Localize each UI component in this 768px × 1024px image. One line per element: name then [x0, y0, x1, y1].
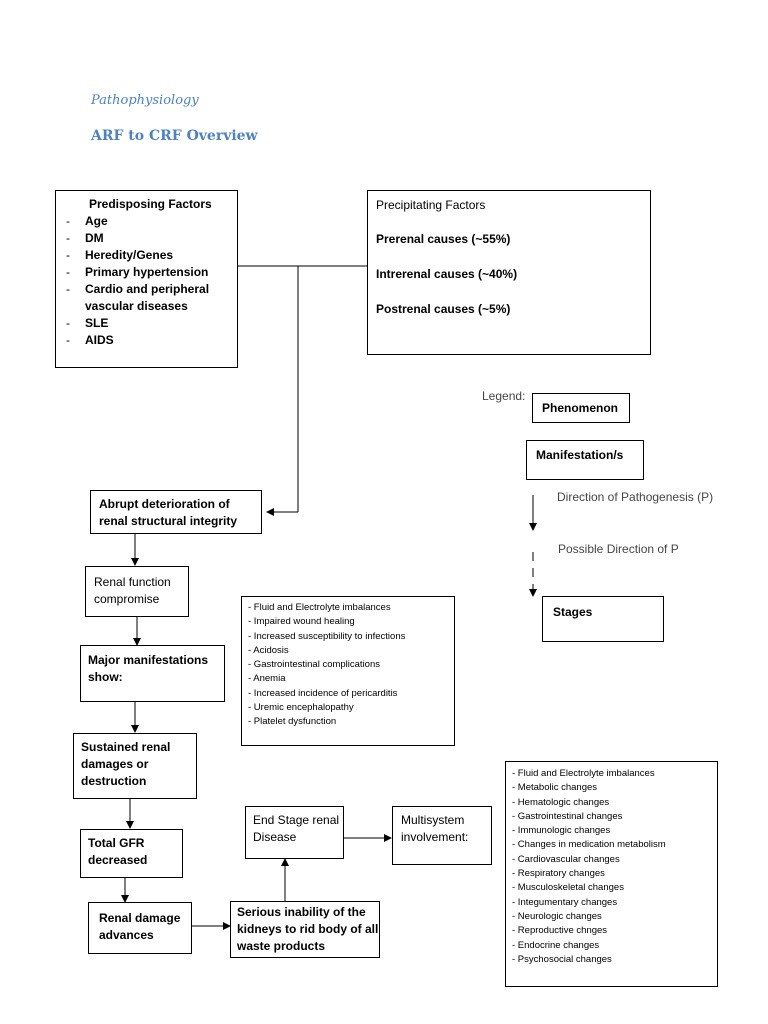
list-item: AIDS — [60, 332, 233, 349]
manifestations-list-box: - Fluid and Electrolyte imbalances - Imp… — [241, 596, 455, 746]
predisposing-list: Age DM Heredity/Genes Primary hypertensi… — [60, 213, 233, 349]
total-gfr-box: Total GFR decreased — [80, 829, 183, 878]
list-item: - Cardiovascular changes — [512, 853, 620, 865]
list-item: Cardio and peripheral vascular diseases — [60, 281, 233, 315]
major-manifestations-box: Major manifestations show: — [80, 645, 225, 702]
predisposing-factors-box: Predisposing Factors Age DM Heredity/Gen… — [55, 190, 238, 368]
section-heading: Pathophysiology — [91, 93, 199, 108]
list-item: - Increased incidence of pericarditis — [248, 687, 398, 699]
list-item: - Anemia — [248, 673, 286, 685]
precipitating-title: Precipitating Factors — [376, 198, 486, 212]
list-item: - Reproductive chnges — [512, 925, 608, 937]
list-item: - Acidosis — [248, 644, 289, 656]
serious-inability-box: Serious inability of the kidneys to rid … — [230, 901, 380, 958]
precipitating-factors-box: Precipitating Factors Prerenal causes (~… — [367, 190, 651, 355]
legend-label: Legend: — [482, 389, 526, 403]
manifestations-list: - Fluid and Electrolyte imbalances - Imp… — [248, 601, 448, 730]
predisposing-title: Predisposing Factors — [89, 197, 212, 211]
legend-possible-direction: Possible Direction of P — [558, 542, 679, 556]
list-item: - Respiratory changes — [512, 868, 605, 880]
legend-manifestation: Manifestation/s — [526, 440, 644, 480]
list-item: - Metabolic changes — [512, 782, 598, 794]
multisystem-box: Multisystem involvement: — [392, 806, 492, 865]
list-item: SLE — [60, 315, 233, 332]
list-item: - Endocrine changes — [512, 939, 600, 951]
legend-stages: Stages — [542, 596, 664, 642]
intrarenal-causes: Intrerenal causes (~40%) — [376, 267, 518, 281]
list-item: - Fluid and Electrolyte imbalances — [248, 602, 391, 613]
list-item: - Neurologic changes — [512, 910, 602, 922]
list-item: - Psychosocial changes — [512, 953, 612, 965]
list-item: - Impaired wound healing — [248, 616, 355, 628]
renal-function-box: Renal function compromise — [85, 566, 189, 617]
sustained-damage-box: Sustained renal damages or destruction — [73, 733, 197, 799]
renal-damage-box: Renal damage advances — [88, 902, 192, 954]
list-item: - Uremic encephalopathy — [248, 702, 354, 714]
legend-phenomenon: Phenomenon — [532, 393, 630, 423]
list-item: - Platelet dysfunction — [248, 716, 337, 728]
abrupt-deterioration-box: Abrupt deterioration of renal structural… — [90, 490, 262, 534]
list-item: DM — [60, 230, 233, 247]
esrd-box: End Stage renal Disease — [245, 806, 344, 859]
list-item: - Increased susceptibility to infections — [248, 630, 406, 642]
list-item: - Integumentary changes — [512, 896, 618, 908]
list-item: Age — [60, 213, 233, 230]
page-title: ARF to CRF Overview — [91, 128, 258, 144]
list-item: Primary hypertension — [60, 264, 233, 281]
list-item: - Changes in medication metabolism — [512, 839, 666, 851]
list-item: - Immunologic changes — [512, 825, 611, 837]
multisystem-list: - Fluid and Electrolyte imbalances - Met… — [512, 767, 711, 967]
list-item: - Hematologic changes — [512, 796, 610, 808]
list-item: - Gastrointestinal complications — [248, 659, 380, 671]
list-item: - Musculoskeletal changes — [512, 882, 624, 894]
list-item: - Fluid and Electrolyte imbalances — [512, 768, 655, 779]
list-item: Heredity/Genes — [60, 247, 233, 264]
multisystem-list-box: - Fluid and Electrolyte imbalances - Met… — [505, 761, 718, 987]
list-item: - Gastrointestinal changes — [512, 810, 623, 822]
legend-direction: Direction of Pathogenesis (P) — [557, 490, 714, 504]
prerenal-causes: Prerenal causes (~55%) — [376, 232, 511, 246]
postrenal-causes: Postrenal causes (~5%) — [376, 302, 511, 316]
